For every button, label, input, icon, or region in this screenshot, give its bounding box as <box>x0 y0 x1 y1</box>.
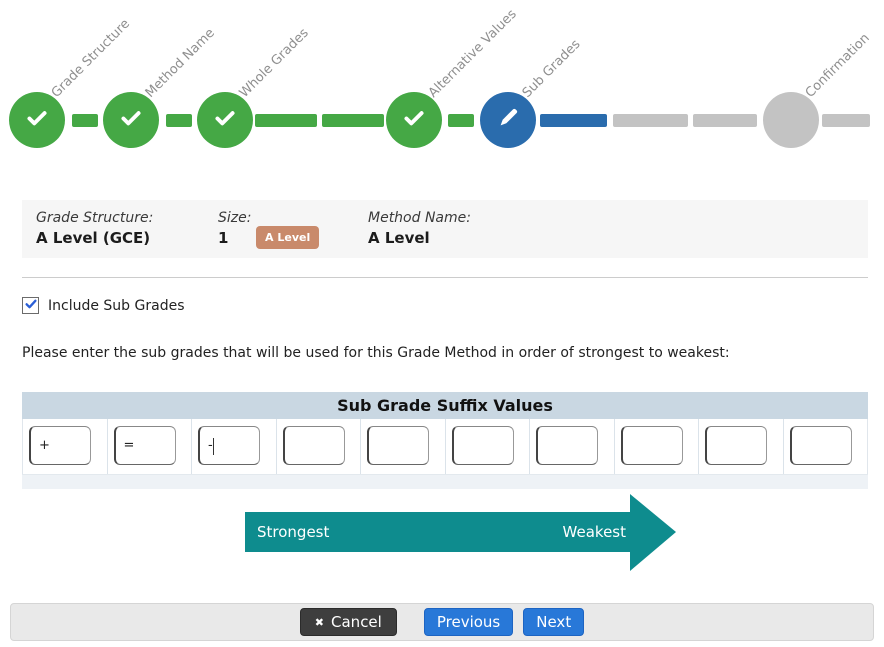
footer-actions-bar: ✖ Cancel Previous Next <box>10 603 874 641</box>
divider <box>22 277 868 278</box>
sub-grade-input-5[interactable] <box>367 426 429 465</box>
arrow-head-icon <box>630 494 676 571</box>
stepper-connector <box>822 114 870 127</box>
step-label-alternative-values: Alternative Values <box>425 6 520 101</box>
include-sub-grades-label[interactable]: Include Sub Grades <box>48 297 185 314</box>
checkbox-check-icon <box>24 296 38 315</box>
check-icon <box>118 105 144 135</box>
sub-grade-input-2[interactable] <box>113 426 176 465</box>
grade-structure-value: A Level (GCE) <box>36 229 151 247</box>
next-button[interactable]: Next <box>523 608 585 636</box>
step-label-grade-structure: Grade Structure <box>48 16 134 101</box>
step-circle-confirmation <box>763 92 819 148</box>
step-circle-method-name[interactable] <box>103 92 159 148</box>
cancel-button-label: Cancel <box>331 613 382 631</box>
table-footer-strip <box>22 474 868 489</box>
stepper-connector <box>448 114 474 127</box>
include-sub-grades-row: Include Sub Grades <box>22 297 185 314</box>
sub-grade-cell <box>108 419 192 474</box>
include-sub-grades-checkbox[interactable] <box>22 297 39 314</box>
sub-grade-cell <box>699 419 784 474</box>
text-caret <box>213 438 214 455</box>
step-circle-sub-grades[interactable] <box>480 92 536 148</box>
summary-bar: Grade Structure: A Level (GCE) Size: 1 A… <box>22 200 868 258</box>
sub-grade-table: Sub Grade Suffix Values <box>22 392 868 489</box>
strongest-label: Strongest <box>257 523 330 541</box>
grade-structure-label: Grade Structure: <box>36 210 154 226</box>
stepper-connector <box>693 114 757 127</box>
step-label-sub-grades: Sub Grades <box>519 36 584 101</box>
wizard-stepper: Grade Structure Method Name Whole Grades… <box>0 0 884 195</box>
stepper-connector <box>166 114 192 127</box>
step-circle-grade-structure[interactable] <box>9 92 65 148</box>
step-circle-whole-grades[interactable] <box>197 92 253 148</box>
sub-grade-input-3[interactable] <box>198 426 260 465</box>
stepper-connector <box>613 114 688 127</box>
check-icon <box>24 105 50 135</box>
sub-grade-cell <box>784 419 868 474</box>
sub-grade-input-9[interactable] <box>705 426 767 465</box>
check-icon <box>212 105 238 135</box>
table-header-title: Sub Grade Suffix Values <box>22 392 868 419</box>
sub-grade-input-1[interactable] <box>29 426 91 465</box>
sub-grade-input-4[interactable] <box>282 426 345 465</box>
stepper-connector <box>72 114 98 127</box>
sub-grade-cell <box>615 419 699 474</box>
step-circle-alternative-values[interactable] <box>386 92 442 148</box>
sub-grade-input-8[interactable] <box>620 426 683 465</box>
sub-grade-input-row <box>22 419 868 474</box>
sub-grade-cell <box>446 419 530 474</box>
direction-arrow-body: Strongest Weakest <box>245 512 630 552</box>
previous-button[interactable]: Previous <box>423 608 514 636</box>
stepper-connector <box>255 114 317 127</box>
step-label-confirmation: Confirmation <box>802 30 873 101</box>
size-value: 1 <box>218 229 229 247</box>
pencil-icon <box>496 106 520 134</box>
stepper-connector <box>322 114 384 127</box>
stepper-connector <box>540 114 607 127</box>
sub-grade-cell <box>277 419 361 474</box>
cancel-button[interactable]: ✖ Cancel <box>299 608 397 636</box>
sub-grade-cell <box>23 419 108 474</box>
cancel-x-icon: ✖ <box>314 615 325 629</box>
sub-grade-input-10[interactable] <box>789 426 852 465</box>
method-name-value: A Level <box>368 229 430 247</box>
size-label: Size: <box>218 210 252 226</box>
sub-grade-input-7[interactable] <box>536 426 598 465</box>
a-level-badge: A Level <box>256 226 320 249</box>
sub-grade-cell <box>192 419 277 474</box>
instruction-text: Please enter the sub grades that will be… <box>22 345 730 361</box>
sub-grade-input-6[interactable] <box>451 426 514 465</box>
check-icon <box>401 105 427 135</box>
sub-grade-cell <box>361 419 446 474</box>
sub-grade-cell <box>530 419 615 474</box>
method-name-label: Method Name: <box>368 210 471 226</box>
weakest-label: Weakest <box>562 523 626 541</box>
direction-arrow: Strongest Weakest <box>245 494 676 571</box>
step-label-method-name: Method Name <box>142 25 218 101</box>
step-label-whole-grades: Whole Grades <box>236 25 312 101</box>
